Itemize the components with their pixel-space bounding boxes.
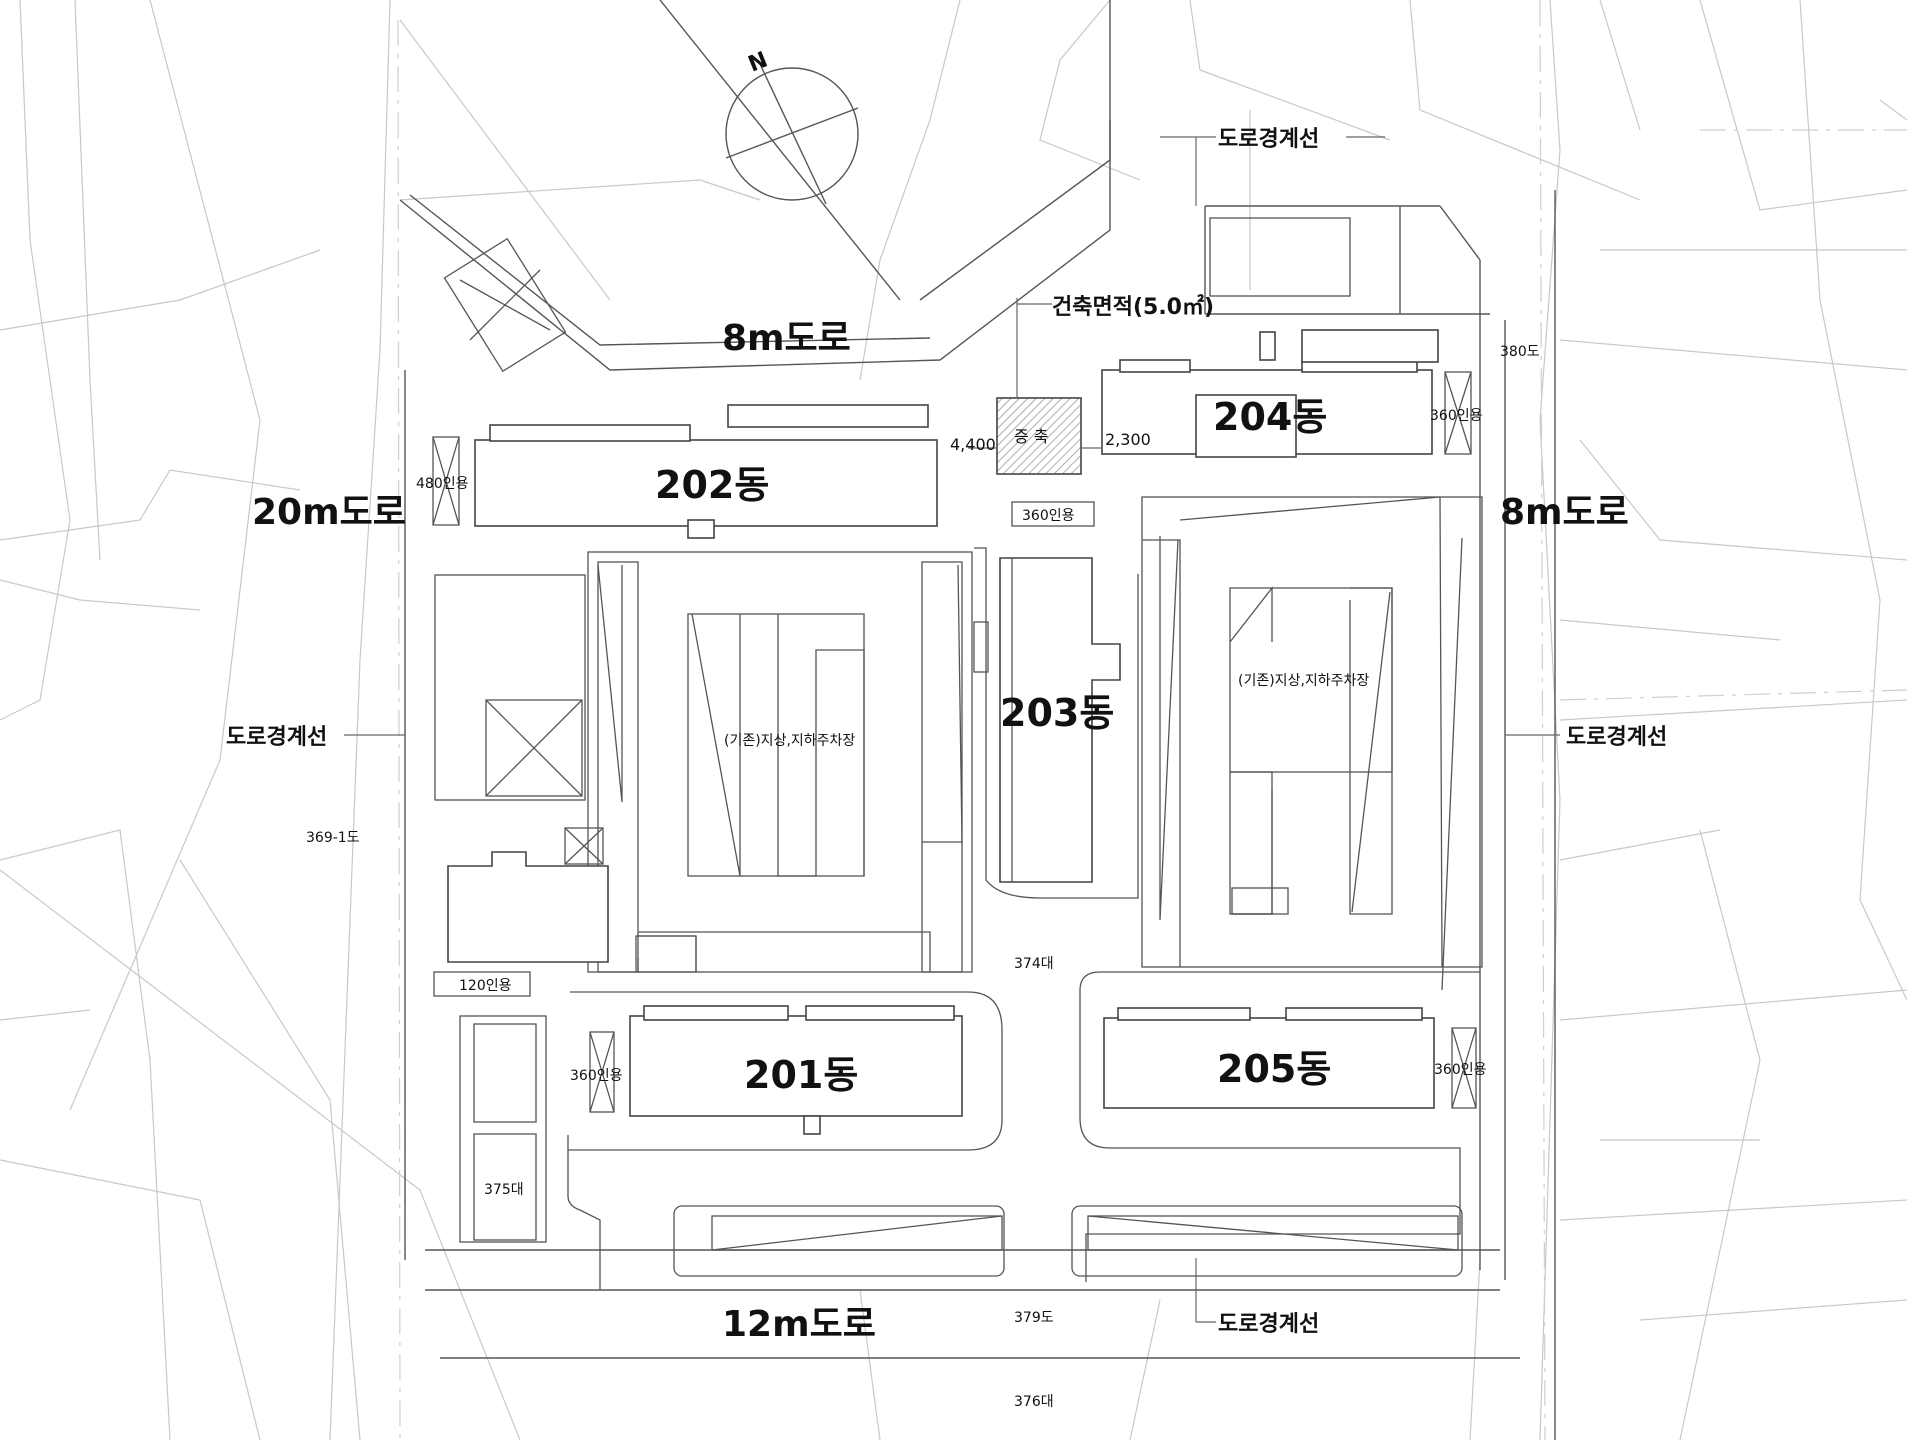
extension-dim-right: 2,300 — [1105, 430, 1151, 449]
building-203-label: 203동 — [1000, 691, 1114, 735]
building-204-label: 204동 — [1213, 395, 1327, 439]
bike-rack-360-201-label: 360인용 — [570, 1068, 623, 1084]
parking-label-left: (기존)지상,지하주차장 — [724, 733, 855, 749]
building-205-label: 205동 — [1217, 1047, 1331, 1091]
extension-label: 증 축 — [1014, 427, 1049, 446]
parking-label-right: (기존)지상,지하주차장 — [1238, 673, 1369, 689]
bike-rack-360-204-label: 360인용 — [1430, 408, 1483, 424]
road-east-label: 8m도로 — [1500, 492, 1629, 533]
road-north-label: 8m도로 — [722, 318, 851, 359]
building-201-label: 201동 — [744, 1053, 858, 1097]
lot-380-label: 380도 — [1500, 344, 1540, 360]
bike-rack-box-top — [1011, 501, 1095, 527]
lot-379-label: 379도 — [1014, 1310, 1054, 1326]
bike-rack-120-label: 120인용 — [459, 978, 512, 994]
lot-369-label: 369-1도 — [306, 830, 360, 846]
building-202 — [432, 404, 938, 539]
boundary-label-left: 도로경계선 — [226, 725, 327, 750]
lot-376-label: 376대 — [1014, 1394, 1054, 1410]
north-arrow-icon: N — [725, 47, 859, 205]
bike-rack-360-205-label: 360인용 — [1434, 1062, 1487, 1078]
extension-dim-left: 4,400 — [950, 435, 996, 454]
building-204 — [1101, 329, 1472, 458]
boundary-label-top: 도로경계선 — [1218, 127, 1319, 152]
lot-375-label: 375대 — [484, 1182, 524, 1198]
bike-rack-360-top-label: 360인용 — [1022, 508, 1075, 524]
crossed-landscape-areas — [434, 237, 604, 865]
small-building-left — [433, 851, 609, 997]
road-south-label: 12m도로 — [722, 1304, 876, 1345]
parking-block-right — [1141, 496, 1483, 991]
boundary-label-bottom: 도로경계선 — [1218, 1312, 1319, 1337]
building-201 — [459, 991, 1003, 1243]
parking-block-left — [587, 551, 973, 973]
road-west-label: 20m도로 — [252, 492, 406, 533]
road-north-outline — [399, 0, 1111, 371]
building-203 — [973, 547, 1139, 899]
extension-block — [968, 298, 1102, 475]
extension-area-label: 건축면적(5.0㎡) — [1052, 294, 1214, 320]
bike-rack-480-label: 480인용 — [416, 476, 469, 492]
lot-374-label: 374대 — [1014, 956, 1054, 972]
south-parking-strips — [567, 1150, 1463, 1290]
boundary-label-right: 도로경계선 — [1566, 725, 1667, 750]
building-205 — [1079, 971, 1480, 1282]
building-202-label: 202동 — [655, 463, 769, 507]
leader-lines — [344, 136, 1560, 1323]
